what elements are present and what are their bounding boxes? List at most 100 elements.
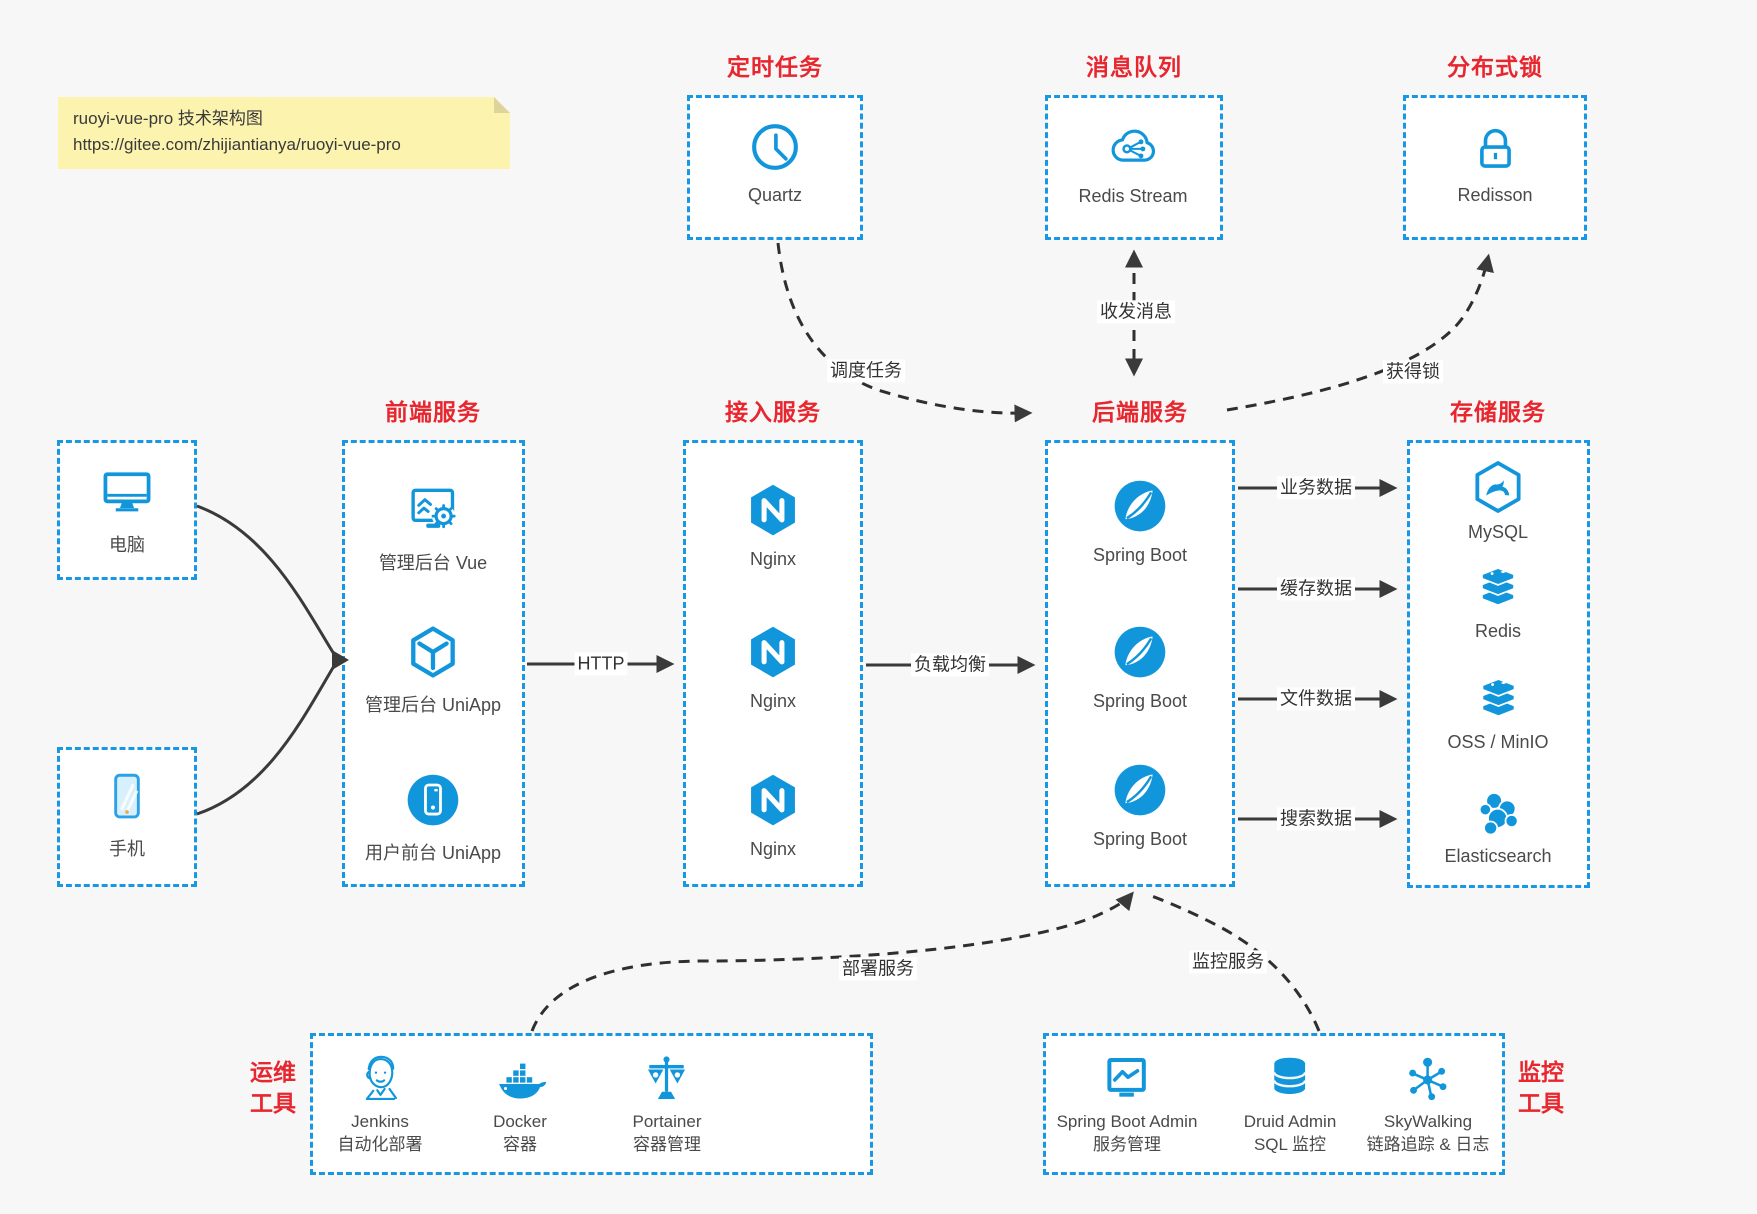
node-label-user-uniapp: 用户前台 UniApp xyxy=(364,843,502,863)
node-elasticsearch: Elasticsearch xyxy=(1444,786,1552,867)
note-fold-corner xyxy=(494,97,510,113)
edge-label-load-balance: 负载均衡 xyxy=(911,653,989,677)
redis-icon xyxy=(1471,563,1525,617)
section-title-monitoring: 监控 工具 xyxy=(1518,1057,1564,1119)
node-redisson: Redisson xyxy=(1457,118,1533,206)
section-title-mq: 消息队列 xyxy=(1086,54,1182,80)
node-pc: 电脑 xyxy=(97,462,157,557)
node-mobile: 手机 xyxy=(98,768,156,861)
node-desc-spring-boot-admin: 服务管理 xyxy=(1093,1135,1161,1154)
node-docker: Docker 容器 xyxy=(491,1050,549,1156)
node-redis-stream: Redis Stream xyxy=(1078,117,1188,207)
spring-icon xyxy=(1110,622,1170,682)
node-label-jenkins: Jenkins xyxy=(351,1112,409,1131)
clock-icon xyxy=(746,118,804,176)
node-label-mobile: 手机 xyxy=(109,839,145,859)
node-desc-jenkins: 自动化部署 xyxy=(337,1135,423,1154)
ops-title-line1: 运维 xyxy=(250,1059,296,1085)
section-title-lock: 分布式锁 xyxy=(1447,54,1543,80)
ops-title-line2: 工具 xyxy=(250,1090,296,1116)
section-title-scheduler: 定时任务 xyxy=(727,54,823,80)
edge-label-acquire-lock: 获得锁 xyxy=(1383,360,1443,384)
note-title: ruoyi-vue-pro 技术架构图 xyxy=(73,109,263,128)
edge-label-monitor: 监控服务 xyxy=(1189,950,1267,974)
node-admin-vue: 管理后台 Vue xyxy=(379,480,487,575)
node-label-portainer: Portainer xyxy=(632,1112,702,1131)
cube-icon xyxy=(403,622,463,682)
monitoring-title-line1: 监控 xyxy=(1518,1059,1564,1085)
node-label-nginx-3: Nginx xyxy=(749,839,797,859)
node-spring-boot-2: Spring Boot xyxy=(1093,622,1187,712)
node-label-redis-stream: Redis Stream xyxy=(1078,186,1188,206)
node-label-druid-admin: Druid Admin xyxy=(1243,1112,1337,1131)
node-skywalking: SkyWalking 链路追踪 & 日志 xyxy=(1367,1050,1489,1156)
node-desc-portainer: 容器管理 xyxy=(632,1135,701,1154)
edge-label-file-data: 文件数据 xyxy=(1277,687,1355,711)
mobile-app-icon xyxy=(403,770,463,830)
node-label-spring-boot-2: Spring Boot xyxy=(1092,691,1188,711)
edge-pc-to-frontend xyxy=(196,504,336,655)
monitoring-title-line2: 工具 xyxy=(1518,1090,1564,1116)
node-admin-uniapp: 管理后台 UniApp xyxy=(365,622,501,717)
desktop-icon xyxy=(97,462,157,522)
node-spring-boot-3: Spring Boot xyxy=(1093,760,1187,850)
edge-acquire-lock xyxy=(1226,253,1494,412)
jenkins-icon xyxy=(351,1050,409,1108)
node-label-quartz: Quartz xyxy=(747,185,803,205)
docker-icon xyxy=(491,1050,549,1108)
admin-vue-icon xyxy=(403,480,463,540)
node-nginx-3: Nginx xyxy=(743,770,803,860)
note-url: https://gitee.com/zhijiantianya/ruoyi-vu… xyxy=(73,135,401,154)
node-label-docker: Docker xyxy=(493,1112,547,1131)
database-icon xyxy=(1261,1050,1319,1108)
node-jenkins: Jenkins 自动化部署 xyxy=(338,1050,423,1156)
node-label-spring-boot-admin: Spring Boot Admin xyxy=(1056,1112,1198,1131)
nginx-icon xyxy=(743,770,803,830)
section-title-frontend: 前端服务 xyxy=(385,399,481,425)
node-druid-admin: Druid Admin SQL 监控 xyxy=(1243,1050,1337,1156)
chart-monitor-icon xyxy=(1098,1050,1156,1108)
edge-schedule xyxy=(776,242,1033,423)
group-box-phone-client xyxy=(57,747,197,887)
node-nginx-2: Nginx xyxy=(743,622,803,712)
node-label-oss-minio: OSS / MinIO xyxy=(1447,732,1549,752)
node-label-nginx-2: Nginx xyxy=(749,691,797,711)
node-redis: Redis xyxy=(1471,563,1525,642)
edge-deploy xyxy=(530,891,1134,1032)
node-label-mysql: MySQL xyxy=(1467,522,1529,542)
node-spring-boot-admin: Spring Boot Admin 服务管理 xyxy=(1056,1050,1198,1156)
node-portainer: Portainer 容器管理 xyxy=(632,1050,702,1156)
phone-icon xyxy=(98,768,156,826)
group-box-monitoring xyxy=(1043,1033,1505,1175)
nginx-icon xyxy=(743,480,803,540)
node-label-elasticsearch: Elasticsearch xyxy=(1444,846,1552,866)
edge-label-messages: 收发消息 xyxy=(1097,300,1175,324)
edge-label-search-data: 搜索数据 xyxy=(1277,807,1355,831)
edge-label-cache-data: 缓存数据 xyxy=(1277,577,1355,601)
clients-arrowhead xyxy=(332,650,349,670)
mysql-icon xyxy=(1469,458,1527,516)
node-user-uniapp: 用户前台 UniApp xyxy=(365,770,501,865)
elasticsearch-icon xyxy=(1470,786,1526,842)
edge-label-schedule: 调度任务 xyxy=(827,359,905,383)
node-oss-minio: OSS / MinIO xyxy=(1447,674,1549,753)
node-spring-boot-1: Spring Boot xyxy=(1093,476,1187,566)
portainer-icon xyxy=(638,1050,696,1108)
cloud-network-icon xyxy=(1103,117,1163,177)
node-desc-druid-admin: SQL 监控 xyxy=(1253,1135,1327,1154)
node-label-redis: Redis xyxy=(1474,621,1522,641)
node-label-admin-uniapp: 管理后台 UniApp xyxy=(364,695,502,715)
section-title-backend: 后端服务 xyxy=(1092,399,1188,425)
edge-phone-to-frontend xyxy=(196,665,336,816)
node-label-spring-boot-3: Spring Boot xyxy=(1092,829,1188,849)
node-nginx-1: Nginx xyxy=(743,480,803,570)
section-title-ops: 运维 工具 xyxy=(250,1057,296,1119)
oss-icon xyxy=(1471,674,1525,728)
topology-icon xyxy=(1399,1050,1457,1108)
group-box-ops xyxy=(310,1033,873,1175)
nginx-icon xyxy=(743,622,803,682)
node-quartz: Quartz xyxy=(746,118,804,206)
sticky-note: ruoyi-vue-pro 技术架构图 https://gitee.com/zh… xyxy=(58,97,510,169)
node-label-pc: 电脑 xyxy=(109,535,145,555)
